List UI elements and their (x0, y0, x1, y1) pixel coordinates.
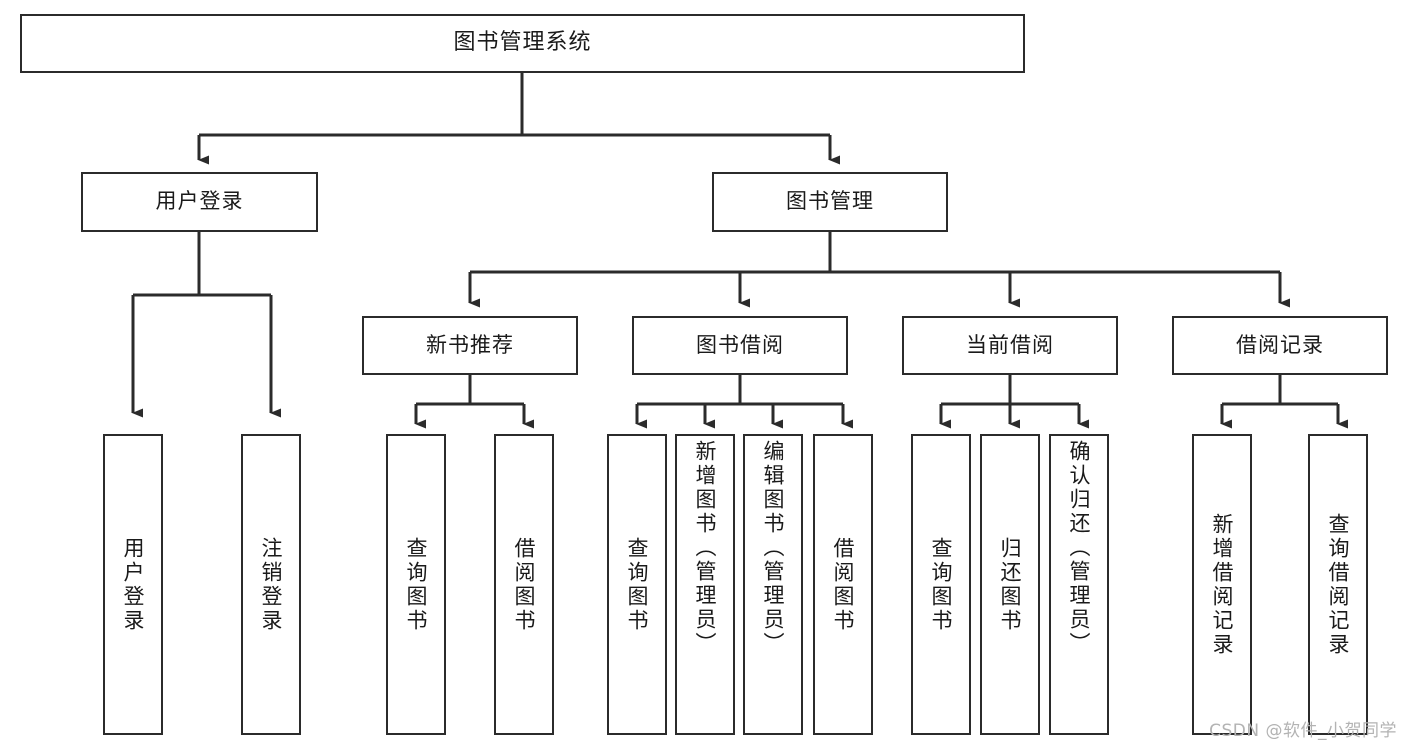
leaf-query-book-current[interactable]: 查询图书 (911, 434, 971, 735)
csdn-watermark: CSDN @软件_小贺同学 (1209, 721, 1397, 741)
node-label: 借阅记录 (1236, 332, 1324, 357)
leaf-add-borrow-record[interactable]: 新增借阅记录 (1192, 434, 1252, 735)
leaf-add-book-admin[interactable]: 新增图书（管理员） (675, 434, 735, 735)
leaf-confirm-return-admin[interactable]: 确认归还（管理员） (1049, 434, 1109, 735)
node-label: 当前借阅 (966, 332, 1054, 357)
leaf-label: 归还图书 (998, 536, 1023, 633)
leaf-query-book-borrow[interactable]: 查询图书 (607, 434, 667, 735)
leaf-label: 注销登录 (259, 536, 284, 633)
leaf-query-book-recommend[interactable]: 查询图书 (386, 434, 446, 735)
leaf-label: 编辑图书（管理员） (761, 440, 786, 656)
node-current-borrow[interactable]: 当前借阅 (902, 316, 1118, 375)
node-label: 图书管理系统 (453, 30, 592, 56)
node-label: 图书管理 (786, 189, 874, 214)
node-root-book-management-system[interactable]: 图书管理系统 (20, 14, 1025, 73)
leaf-label: 查询借阅记录 (1326, 512, 1351, 657)
leaf-edit-book-admin[interactable]: 编辑图书（管理员） (743, 434, 803, 735)
leaf-label: 新增借阅记录 (1210, 512, 1235, 657)
leaf-borrow-book-recommend[interactable]: 借阅图书 (494, 434, 554, 735)
leaf-label: 查询图书 (929, 536, 954, 633)
node-book-management[interactable]: 图书管理 (712, 172, 948, 232)
leaf-label: 查询图书 (625, 536, 650, 633)
leaf-label: 借阅图书 (831, 536, 856, 633)
leaf-label: 借阅图书 (512, 536, 537, 633)
leaf-user-login[interactable]: 用户登录 (103, 434, 163, 735)
leaf-query-borrow-record[interactable]: 查询借阅记录 (1308, 434, 1368, 735)
node-label: 图书借阅 (696, 332, 784, 357)
node-book-borrow[interactable]: 图书借阅 (632, 316, 848, 375)
node-label: 新书推荐 (426, 332, 514, 357)
node-label: 用户登录 (155, 189, 244, 214)
leaf-borrow-book[interactable]: 借阅图书 (813, 434, 873, 735)
leaf-label: 查询图书 (404, 536, 429, 633)
node-new-book-recommend[interactable]: 新书推荐 (362, 316, 578, 375)
leaf-label: 用户登录 (121, 536, 146, 633)
leaf-label: 确认归还（管理员） (1067, 440, 1092, 656)
node-borrow-record[interactable]: 借阅记录 (1172, 316, 1388, 375)
leaf-logout[interactable]: 注销登录 (241, 434, 301, 735)
node-user-login[interactable]: 用户登录 (81, 172, 318, 232)
leaf-return-book[interactable]: 归还图书 (980, 434, 1040, 735)
leaf-label: 新增图书（管理员） (693, 440, 718, 656)
